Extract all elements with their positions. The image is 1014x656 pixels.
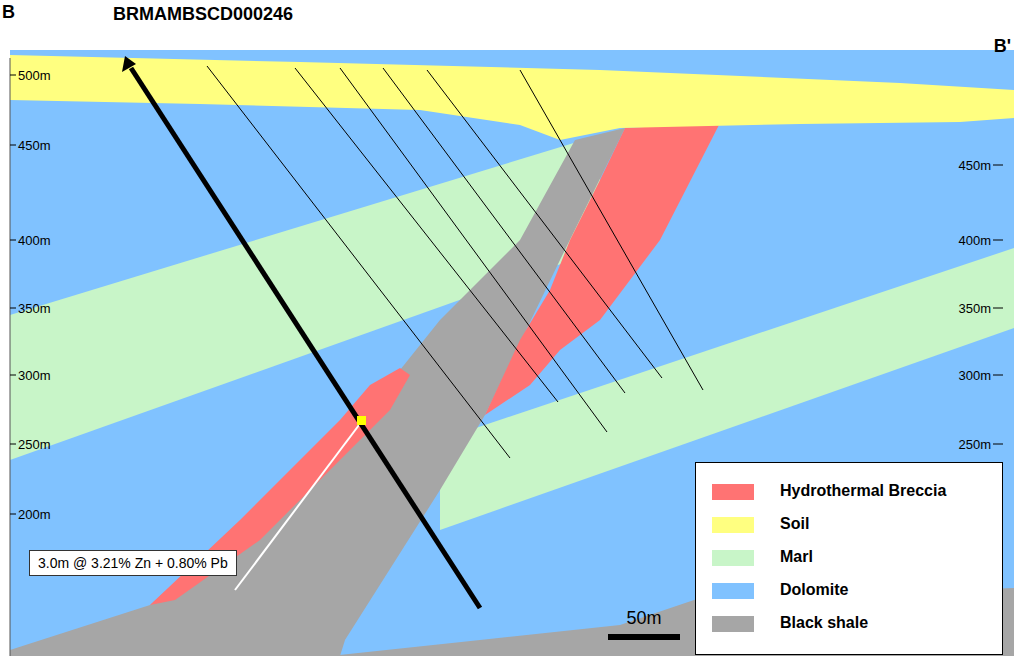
elevation-label: 350m <box>958 301 991 316</box>
elevation-label: 250m <box>18 437 51 452</box>
intercept-mark <box>357 416 366 425</box>
section-label: BRMAMBSCD000246 <box>113 4 293 25</box>
legend-text: Hydrothermal Breccia <box>780 482 946 500</box>
drill-traces <box>207 66 703 458</box>
scale-bar <box>608 634 680 640</box>
legend-swatch <box>712 616 754 632</box>
legend-swatch <box>712 583 754 599</box>
elevation-label: 350m <box>18 301 51 316</box>
legend-text: Black shale <box>780 614 868 632</box>
elevation-label: 400m <box>958 233 991 248</box>
legend-swatch <box>712 517 754 533</box>
legend-text: Marl <box>780 548 813 566</box>
legend-swatch <box>712 550 754 566</box>
assay-text: 3.0m @ 3.21% Zn + 0.80% Pb <box>38 555 228 571</box>
elevation-label: 450m <box>18 138 51 153</box>
intercept-line <box>235 421 362 590</box>
elevation-label: 300m <box>18 368 51 383</box>
legend-text: Dolomite <box>780 581 848 599</box>
drillhole-arrow <box>122 56 136 72</box>
elevation-label: 400m <box>18 233 51 248</box>
breccia-body <box>485 123 720 415</box>
callout-box: 3.0m @ 3.21% Zn + 0.80% Pb <box>29 550 237 576</box>
legend-text: Soil <box>780 515 809 533</box>
dolomite-ground <box>10 50 1014 656</box>
section-label: B' <box>994 36 1011 57</box>
frame-line <box>10 58 11 656</box>
scale-label: 50m <box>626 608 661 629</box>
shale-body <box>10 128 625 656</box>
drillhole <box>131 68 480 608</box>
elevation-label: 300m <box>958 368 991 383</box>
elevation-label: 500m <box>18 68 51 83</box>
elevation-ticks <box>10 75 1003 514</box>
legend-box: Hydrothermal BrecciaSoilMarlDolomiteBlac… <box>695 462 1003 655</box>
soil <box>10 55 1014 140</box>
legend-swatch <box>712 484 754 500</box>
section-label: B <box>2 2 15 23</box>
elevation-label: 450m <box>958 158 991 173</box>
elevation-label: 250m <box>958 437 991 452</box>
elevation-label: 200m <box>18 507 51 522</box>
